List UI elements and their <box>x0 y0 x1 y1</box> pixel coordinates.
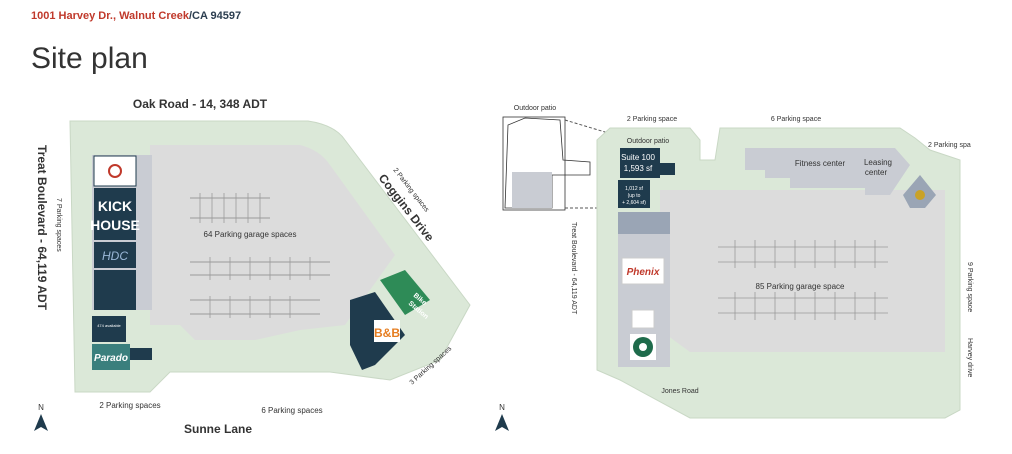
north-label-right: N <box>499 403 505 412</box>
road-treat-right: Treat Boulevard - 64,119 ADT <box>570 222 577 315</box>
fitness-leasing-building <box>745 148 910 195</box>
page-title: Site plan <box>31 42 148 75</box>
right-parking-stripes <box>718 240 888 320</box>
address-street: 1001 Harvey Dr., Walnut Creek <box>31 10 189 22</box>
parking-85-center: 85 Parking garage space <box>756 282 846 291</box>
outdoor-patio-inset-label: Outdoor patio <box>514 105 557 112</box>
left-lot-pavement <box>150 145 395 340</box>
suite-small-1: 1,012 sf <box>625 186 643 192</box>
suite-small[interactable] <box>618 180 650 208</box>
leasing-label-1: Leasing <box>864 158 892 167</box>
tenant-badge-icon <box>915 190 925 200</box>
left-parking-ticks <box>199 193 311 318</box>
road-treat-left: Treat Boulevard - 64,119 ADT <box>35 145 49 311</box>
bb-text: B&B <box>374 326 400 340</box>
tenant-small-logo <box>631 309 655 329</box>
parking-2-top-right: 2 Parking spa <box>928 142 971 149</box>
right-site-plan: Outdoor patio Fitness center Leasing cen… <box>495 105 973 431</box>
suite-100-size: 1,593 sf <box>624 164 653 173</box>
address-header: 1001 Harvey Dr., Walnut Creek/CA 94597 <box>31 10 241 22</box>
tenant-hdc <box>94 242 136 268</box>
phenix-text: Phenix <box>627 267 660 278</box>
suite-small-2: (up to <box>628 193 641 199</box>
road-oak: Oak Road - 14, 348 ADT <box>133 97 268 111</box>
suite-100[interactable] <box>620 148 660 178</box>
house-text: HOUSE <box>90 217 140 233</box>
north-arrow-icon <box>495 414 509 431</box>
left-site-plan: KICK HOUSE HDC 474 available Parado Bike… <box>34 97 471 436</box>
north-label-left: N <box>38 403 44 412</box>
tenant-available <box>92 316 126 342</box>
tenant-parado <box>92 344 130 370</box>
right-lot-pavement <box>660 190 945 352</box>
parking-9-right: 9 Parking space <box>966 262 973 312</box>
parado-text: Parado <box>94 353 128 364</box>
parking-64-center: 64 Parking garage spaces <box>204 230 297 239</box>
fitness-center-label: Fitness center <box>795 159 846 168</box>
parking-6-bottom: 6 Parking spaces <box>261 406 322 415</box>
parking-2-bottom-left: 2 Parking spaces <box>99 401 160 410</box>
parking-2-top-left: 2 Parking space <box>627 116 677 123</box>
suite-small-3: + 2,604 sf) <box>622 200 646 206</box>
leasing-label-2: center <box>865 168 888 177</box>
road-harvey: Harvey drive <box>966 338 973 377</box>
bike-station-building <box>380 270 430 315</box>
left-parking-stripes <box>190 197 330 315</box>
tenant-phenix <box>621 257 665 285</box>
parking-7-left: 7 Parking spaces <box>55 198 62 252</box>
parking-6-top: 6 Parking space <box>771 116 821 123</box>
tenant-kick-house <box>94 188 136 240</box>
tenant-blank <box>94 270 136 310</box>
hdc-logo-icon: HDC <box>102 249 128 263</box>
north-arrow-icon <box>34 414 48 431</box>
road-jones: Jones Road <box>661 388 698 395</box>
kick-text: KICK <box>98 198 132 214</box>
road-sunne: Sunne Lane <box>184 422 252 436</box>
suite-100-title: Suite 100 <box>621 153 655 162</box>
address-state: /CA 94597 <box>188 10 242 22</box>
available-text: 474 available <box>97 323 121 328</box>
tenant-logo-top <box>93 155 137 187</box>
outdoor-patio-label: Outdoor patio <box>627 138 670 145</box>
